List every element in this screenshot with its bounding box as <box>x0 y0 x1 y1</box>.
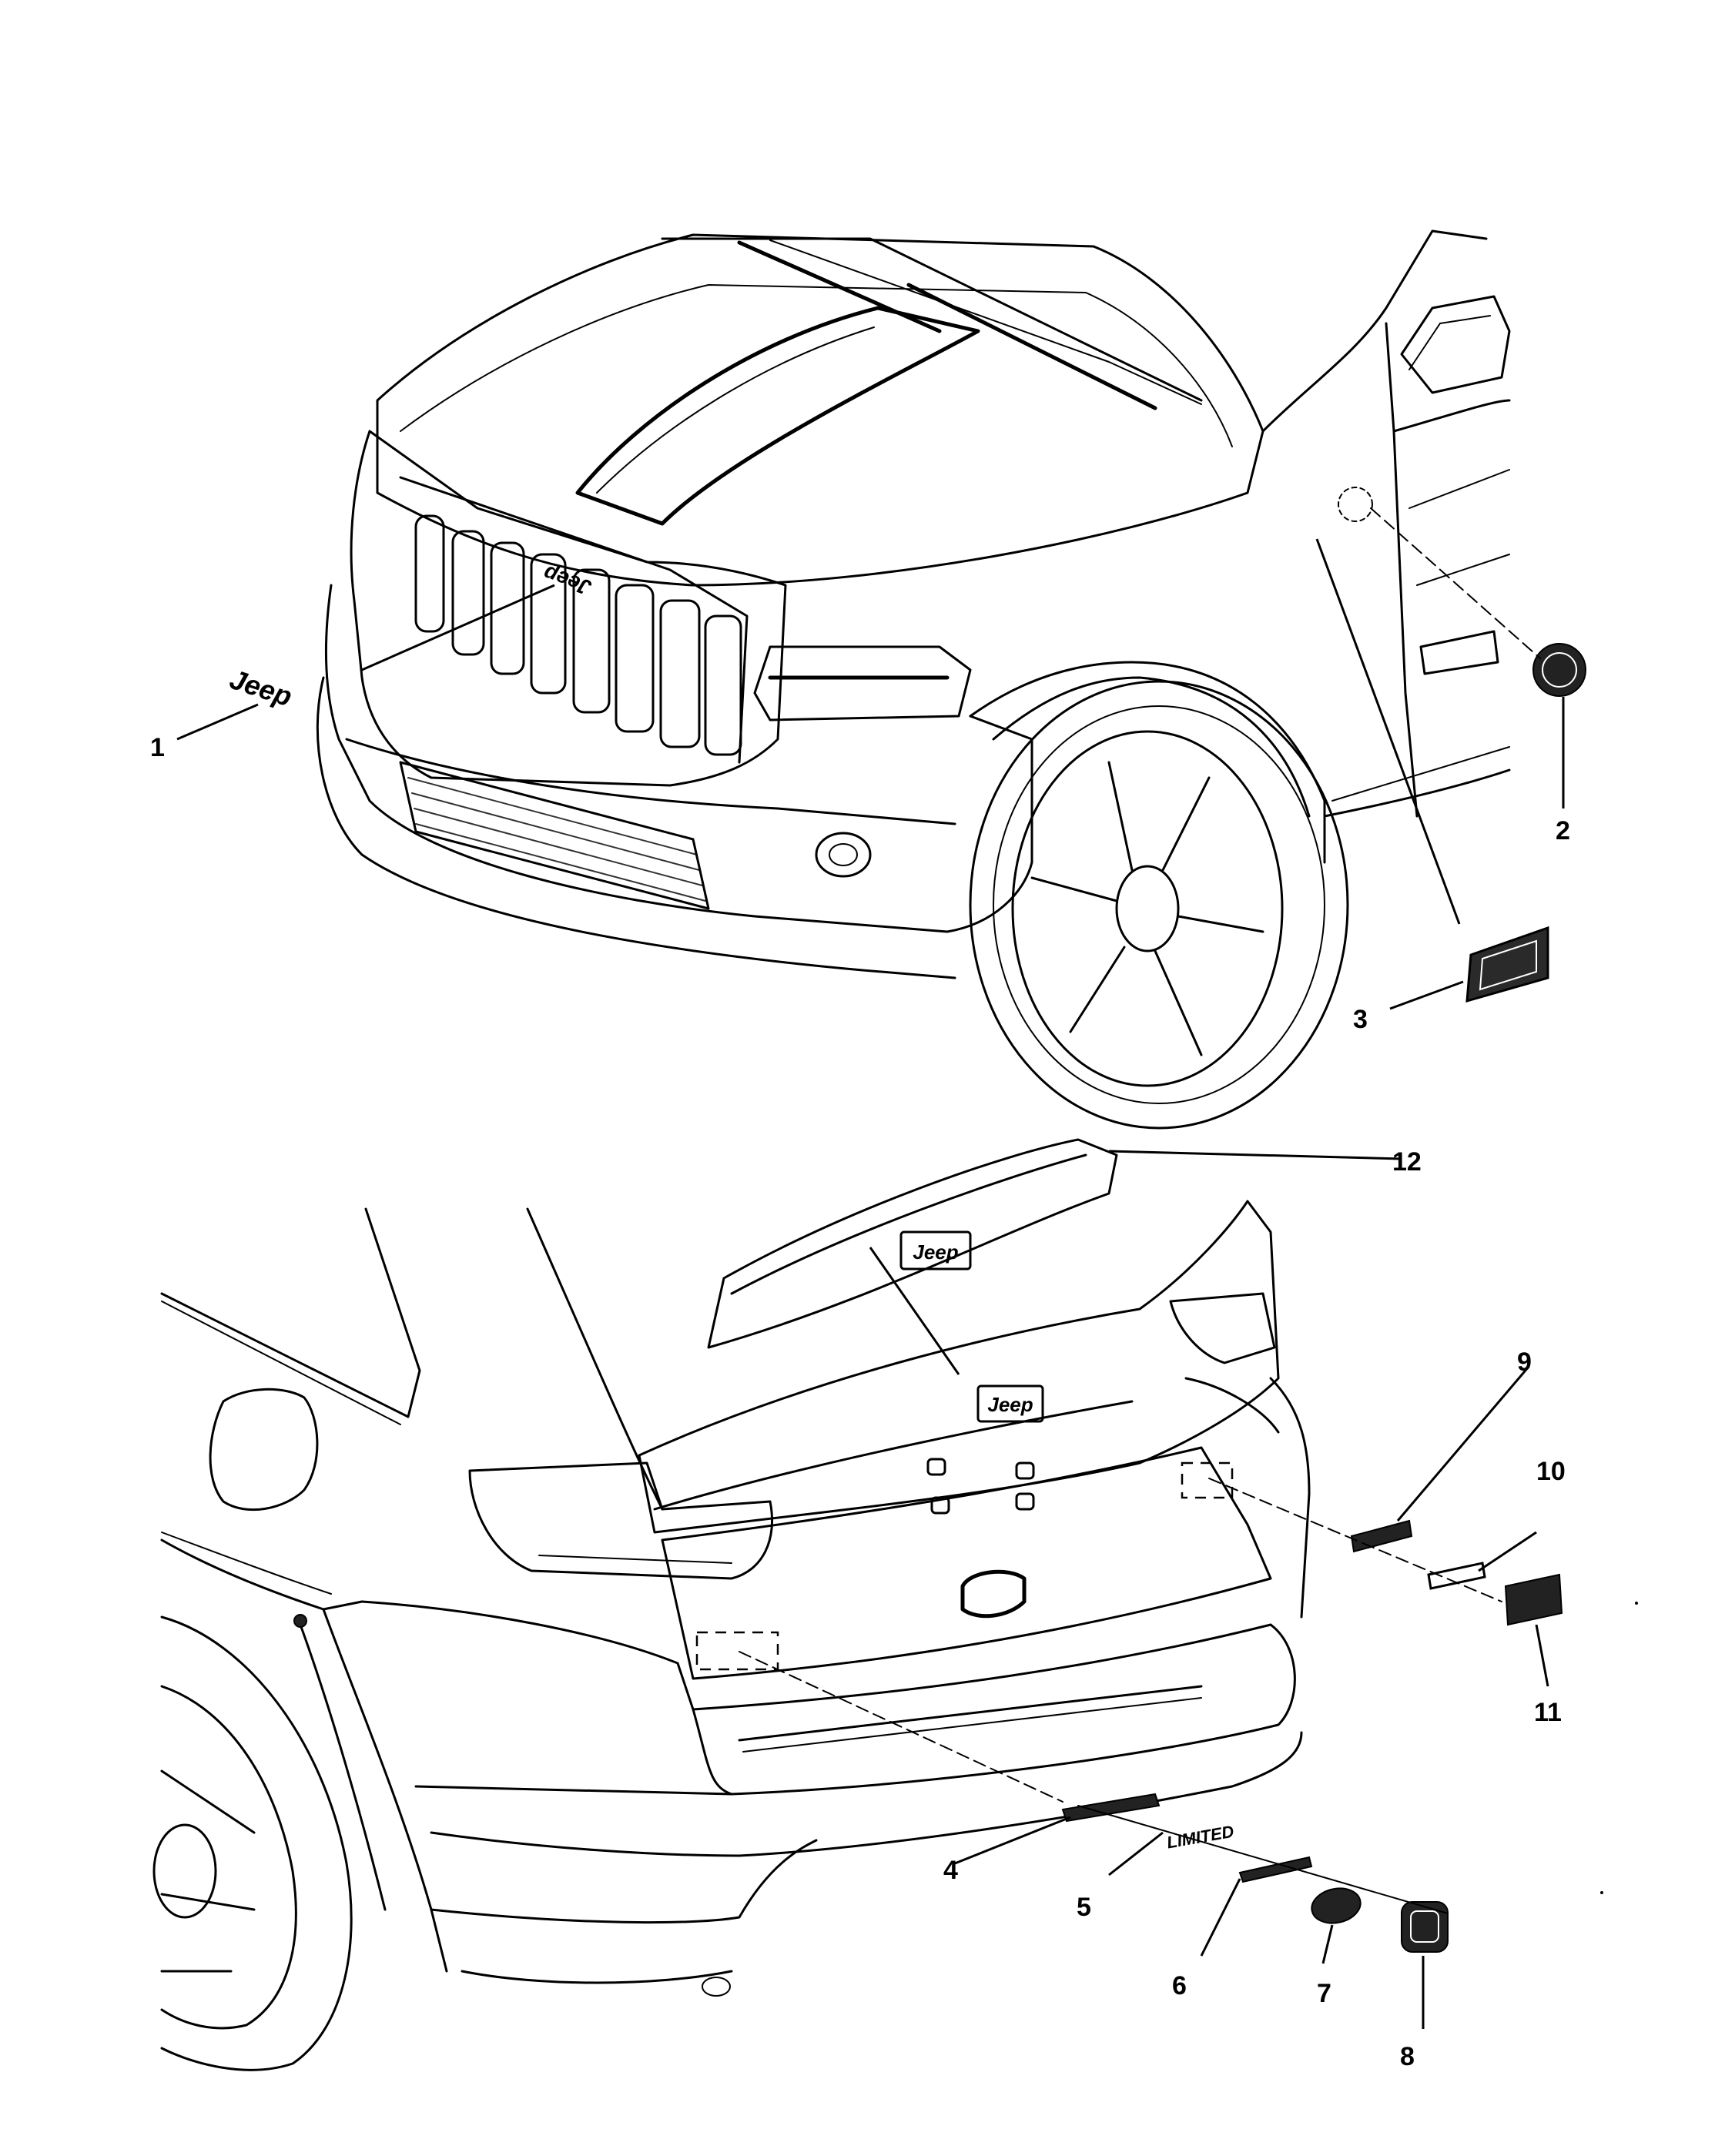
fender-badge-part <box>1465 926 1549 1003</box>
callout-7: 7 <box>1317 1979 1331 2008</box>
callout-10: 10 <box>1536 1457 1566 1486</box>
callout-5: 5 <box>1077 1893 1091 1922</box>
spoiler-jeep-emblem <box>899 1230 972 1270</box>
front-jeep-logo-part: Jeep Jeep <box>226 561 595 712</box>
badge-6-part <box>1238 1856 1313 1883</box>
leader-lines <box>176 507 1565 2029</box>
badge-9-part <box>1350 1519 1413 1553</box>
oval-badge-part <box>1311 1887 1362 1924</box>
badge-4-part <box>1061 1793 1161 1823</box>
vehicle-rear-illustration: Jeep Jeep <box>152 1138 1311 2071</box>
callout-3: 3 <box>1353 1005 1368 1034</box>
callout-11: 11 <box>1534 1698 1562 1727</box>
liftgate-jeep-emblem <box>976 1384 1044 1423</box>
shield-badge-part <box>1401 1901 1449 1953</box>
front-loose-logo: Jeep <box>226 663 296 712</box>
callout-9: 9 <box>1517 1348 1532 1377</box>
vehicle-front-illustration <box>316 229 1511 1130</box>
callout-8: 8 <box>1400 2042 1415 2071</box>
badge-11-part <box>1504 1573 1563 1626</box>
callout-4: 4 <box>943 1856 958 1885</box>
callout-numbers: 1 2 3 4 5 6 7 8 9 10 11 12 <box>150 733 1570 2071</box>
badge-10-part <box>1427 1562 1486 1590</box>
callout-6: 6 <box>1172 1971 1187 2000</box>
callout-12: 12 <box>1392 1147 1422 1177</box>
round-badge-part <box>1532 643 1586 697</box>
callout-2: 2 <box>1556 816 1570 845</box>
liftgate-lower-logo: Jeep <box>987 1393 1033 1416</box>
callout-1: 1 <box>150 733 165 762</box>
liftgate-upper-logo: Jeep <box>913 1240 958 1264</box>
